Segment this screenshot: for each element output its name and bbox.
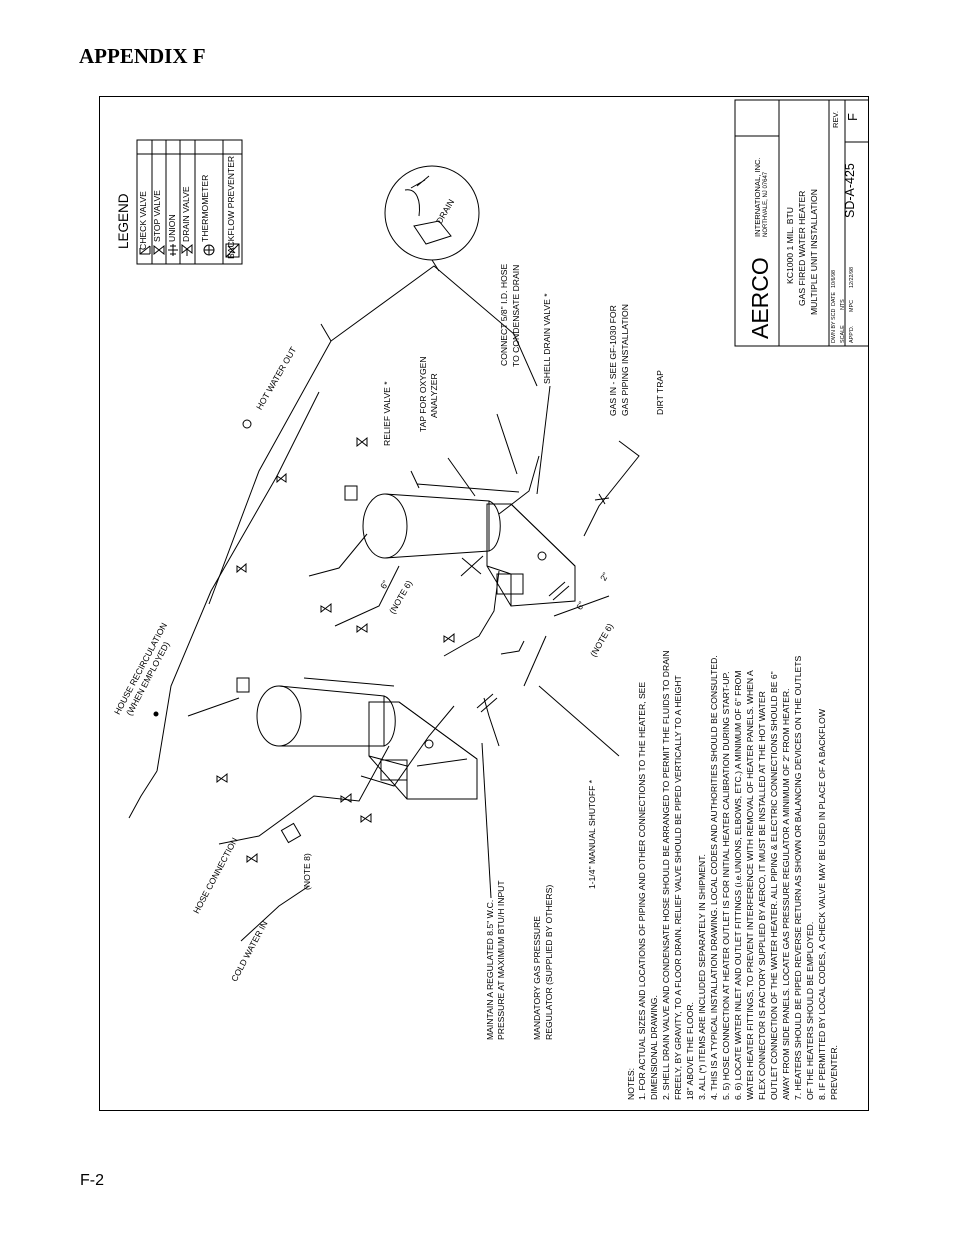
scale-value: NTS	[840, 299, 846, 310]
label-supplied-by-others: REGULATOR (SUPPLIED BY OTHERS)	[544, 884, 554, 1040]
title-line-3: MULTIPLE UNIT INSTALLATION	[809, 189, 819, 315]
legend-item-drain-valve: DRAIN VALVE	[181, 186, 191, 242]
thermometer-icon	[242, 419, 252, 429]
drain-detail	[384, 165, 480, 272]
appendix-title: APPENDIX F	[79, 44, 206, 68]
note-line: FLEX CONNECTOR IS FACTORY SUPPLIED BY AE…	[757, 691, 767, 1100]
aerco-logo: AERCO	[747, 257, 773, 339]
label-analyzer: ANALYZER	[429, 373, 439, 418]
company-address: NORTHVALE, NJ 07647	[763, 171, 769, 237]
note-line: WATER HEATER FITTINGS, TO PREVENT INTERF…	[745, 670, 755, 1100]
date-value-1: 10/6/98	[831, 270, 837, 288]
note-line: 8. IF PERMITTED BY LOCAL CODES, A CHECK …	[817, 709, 827, 1100]
heater-a	[236, 677, 478, 800]
label-pressure-max: PRESSURE AT MAXIMUM BTU/H INPUT	[496, 880, 506, 1040]
rev-value: F	[845, 113, 860, 121]
label-gas-piping: GAS PIPING INSTALLATION	[620, 304, 630, 416]
note-line: 5. 5) HOSE CONNECTION AT HEATER OUTLET I…	[721, 671, 731, 1100]
installation-drawing	[128, 99, 869, 942]
note-line: 7. HEATERS SHOULD BE PIPED REVERSE RETUR…	[793, 655, 803, 1100]
stop-valve-icon	[153, 244, 165, 256]
note-line: 3. ALL (*) ITEMS ARE INCLUDED SEPARATELY…	[697, 854, 707, 1100]
legend-item-union: UNION	[167, 214, 177, 242]
legend-item-backflow-preventer: BACKFLOW PREVENTER	[226, 155, 236, 259]
note-line: PREVENTER.	[829, 1045, 839, 1100]
title-block	[734, 99, 869, 347]
title-line-2: GAS FIRED WATER HEATER	[797, 190, 807, 306]
note-line: DIMENSIONAL DRAWING.	[649, 995, 659, 1100]
label-mandatory-regulator: MANDATORY GAS PRESSURE	[532, 915, 542, 1040]
note-line: 18" ABOVE THE FLOOR.	[685, 1002, 695, 1100]
label-manual-shutoff: 1-1/4" MANUAL SHUTOFF *	[587, 779, 597, 889]
label-dirt-trap: DIRT TRAP	[655, 370, 665, 415]
piping	[128, 265, 640, 942]
heater-b	[344, 483, 576, 607]
page-number: F-2	[80, 1172, 104, 1189]
appd-label: APP'D.	[849, 325, 855, 343]
backflow-preventer-icon	[225, 243, 240, 258]
notes-title: NOTES:	[626, 1068, 636, 1100]
drain-valve-icon	[181, 243, 193, 256]
note-line: 6. 6) LOCATE WATER INLET AND OUTLET FITT…	[733, 670, 743, 1100]
note-line: FREELY, BY GRAVITY, TO A FLOOR DRAIN. RE…	[673, 675, 683, 1100]
company-name: INTERNATIONAL, INC.	[753, 157, 762, 237]
title-line-1: KC1000 1 MIL. BTU	[785, 207, 795, 284]
legend-title: LEGEND	[116, 193, 131, 249]
label-shell-drain-valve: SHELL DRAIN VALVE *	[542, 293, 552, 384]
label-note8: (NOTE 8)	[302, 853, 312, 890]
legend-item-thermometer: THERMOMETER	[200, 174, 210, 242]
date-label: DATE	[831, 292, 837, 306]
label-maintain-regulated: MAINTAIN A REGULATED 8.5" W.C.	[485, 899, 495, 1040]
dwn-by-value: SCD	[831, 308, 837, 320]
label-tap-oxygen: TAP FOR OXYGEN	[418, 356, 428, 432]
label-condensate-drain: TO CONDENSATE DRAIN	[511, 264, 521, 367]
note-line: OF THE HEATERS SHOULD BE EMPLOYED.	[805, 921, 815, 1100]
legend-item-stop-valve: STOP VALVE	[152, 190, 162, 242]
drawing-frame	[99, 96, 869, 1111]
drawing-number: SD-A-425	[843, 163, 857, 218]
label-relief-valve: RELIEF VALVE *	[382, 381, 392, 446]
note-line: AWAY FROM SIDE PANELS. LOCATE GAS PRESSU…	[781, 688, 791, 1101]
union-icon	[168, 244, 178, 256]
check-valve-icon	[139, 245, 151, 255]
legend-item-check-valve: CHECK VALVE	[138, 191, 148, 250]
appd-value: MPC	[849, 300, 855, 312]
note-line: OUTLET CONNECTION OF THE WATER HEATER. A…	[769, 671, 779, 1100]
label-connect-hose: CONNECT 5/8" I.D. HOSE	[499, 263, 509, 366]
rev-label: REV.	[831, 110, 840, 128]
dwn-by-label: DWN BY	[831, 321, 837, 343]
date-value-2: 12/22/98	[849, 267, 855, 288]
fittings	[153, 419, 610, 864]
scale-label: SCALE	[840, 325, 846, 343]
thermometer-icon	[203, 244, 215, 256]
note-line: 2. SHELL DRAIN VALVE AND CONDENSATE HOSE…	[661, 650, 671, 1100]
note-line: 4. THIS IS A TYPICAL INSTALLATION DRAWIN…	[709, 655, 719, 1100]
legend	[136, 139, 243, 265]
note-line: 1. FOR ACTUAL SIZES AND LOCATIONS OF PIP…	[637, 681, 647, 1100]
label-gas-in: GAS IN - SEE GF-1030 FOR	[608, 305, 618, 416]
